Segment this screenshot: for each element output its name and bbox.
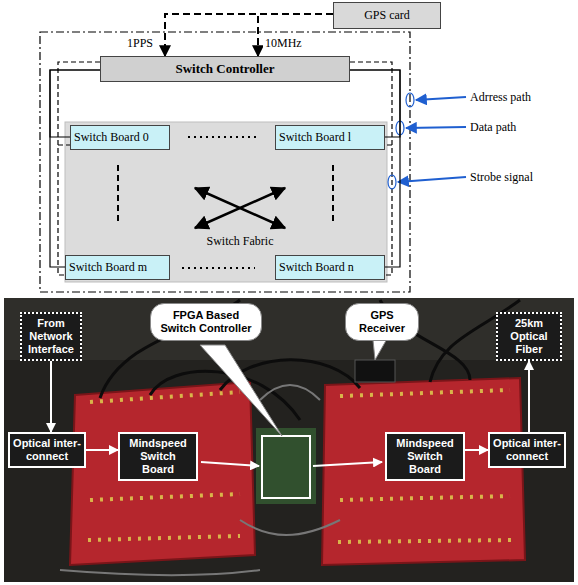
cable [60,385,340,575]
connector [465,449,488,451]
node-label: Optical inter-connect [493,437,561,463]
connector [528,361,530,432]
signal-arrow [313,462,382,466]
photo-ground [4,298,574,582]
node-label: GPS card [338,8,436,23]
signal-label: 1PPS [125,36,155,51]
leader-arrow [416,97,466,100]
pointer-ring [388,175,396,189]
node-label: Switch Board 0 [74,130,166,145]
connector-row [340,496,510,500]
connector-row [338,540,512,542]
connector [86,449,118,451]
connector-row [90,494,240,500]
switch-board-photo [322,378,525,565]
connector [50,70,100,267]
connector-row [90,392,240,402]
board-box: Switch Board 0 [70,125,170,150]
address-path-outline [40,32,410,292]
cable [100,300,520,420]
node-label: 25km Optical Fiber [501,317,557,356]
node-label: GPS Receiver [352,309,412,335]
node-label: Switch Board m [69,260,166,275]
node-label: Switch Controller [105,61,345,77]
path-label: Data path [470,120,516,135]
callout-box: Mindspeed Switch Board [385,432,465,481]
connector [258,14,333,56]
leader-arrow [398,177,466,182]
node-label: Mindspeed Switch Board [123,437,193,476]
ellipsis-dots [188,136,258,138]
connector [50,361,52,432]
controller-box: Switch Controller [100,56,350,82]
fpga-board [256,428,316,504]
board-box: Switch Board l [275,125,385,150]
callout-box: Mindspeed Switch Board [118,432,198,481]
node-label: From Network Interface [25,317,77,356]
fabric-region: Switch Fabric Switch Board 0 Switch Board … [65,122,387,282]
leader-arrow [406,127,466,128]
vertical-ellipsis [332,165,334,225]
pointer-ring [406,93,414,107]
callout-bubble: FPGA Based Switch Controller [150,303,262,341]
crossing-arrow [195,188,285,228]
connector [350,70,400,267]
crossing-arrow [195,188,285,228]
connector-row [340,390,510,396]
board-box: Switch Board m [65,255,170,280]
callout-box: From Network Interface [20,312,82,361]
vertical-ellipsis [117,165,119,225]
highlight-frame [262,436,310,498]
connector-row [88,536,240,540]
photo-shade [4,298,574,360]
strobe-line [58,62,100,275]
node-label: Optical inter-connect [13,437,81,463]
connector [165,14,333,56]
bubble-pointer [200,345,282,436]
ellipsis-dots [182,267,255,269]
switch-board-photo [70,382,255,565]
callout-box: Optical inter-connect [488,432,566,468]
node-label: FPGA Based Switch Controller [157,309,255,335]
node-label: Switch Board n [279,260,381,275]
signal-label: 10MHz [263,36,304,51]
node-label: Switch Fabric [205,234,275,248]
strobe-line [350,62,392,275]
board-box: Switch Board n [275,255,385,280]
fabric-ground [65,122,387,282]
callout-box: Optical inter-connect [8,432,86,468]
gps-receiver-device [355,360,395,382]
path-label: Strobe signal [470,170,533,185]
node-label: Switch Board l [279,130,381,145]
callout-box: 25km Optical Fiber [496,312,562,361]
path-label: Adrress path [470,90,531,105]
node-label: Mindspeed Switch Board [390,437,460,476]
gps-card-box: GPS card [333,2,441,29]
signal-arrow [201,462,259,466]
callout-bubble: GPS Receiver [345,303,419,341]
